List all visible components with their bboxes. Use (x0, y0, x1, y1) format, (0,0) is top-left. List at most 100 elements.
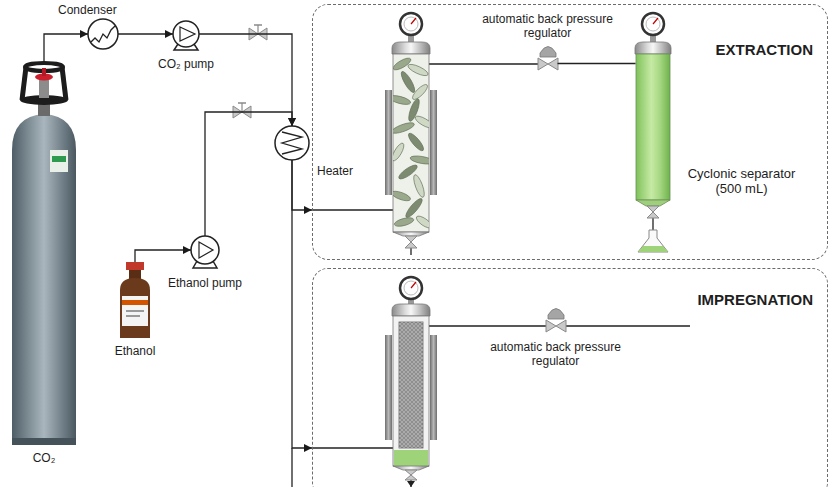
pipe-line (652, 218, 653, 230)
extraction-vessel-drawing (392, 42, 430, 54)
impregnation-vessel-drawing (399, 322, 423, 448)
impregnation-vessel-drawing (392, 304, 430, 316)
pipe-line (291, 448, 292, 487)
impregnation-vessel-drawing (405, 470, 417, 480)
gas-cylinder: CO₂ (12, 62, 76, 445)
equipment-label: Ethanol pump (168, 276, 242, 290)
plant-material (393, 121, 415, 136)
plant-material (410, 82, 429, 101)
region-heading: IMPREGNATION (697, 291, 813, 309)
extraction-vessel-drawing (393, 54, 429, 232)
extraction-vessel-drawing (411, 18, 416, 24)
pump-drawing (180, 27, 195, 41)
separator-drawing (647, 206, 659, 218)
impregnation-vessel-drawing (385, 335, 392, 440)
valve-symbol (257, 25, 258, 34)
separator-drawing (635, 42, 671, 54)
gas-cylinder-drawing (62, 67, 66, 100)
plant-material (399, 70, 417, 94)
impregnation-vessel-drawing (393, 316, 429, 466)
valve-symbol (238, 102, 246, 104)
solvent-bottle-drawing (120, 262, 150, 338)
plant-material (393, 56, 429, 230)
gas-cylinder-drawing (12, 63, 76, 445)
pipe-connector (292, 160, 312, 210)
cyclonic-separator: Cyclonic separator (500 mL) (636, 42, 670, 210)
pipe-connector (135, 250, 191, 262)
gas-cylinder-drawing (22, 67, 26, 100)
extraction-vessel-drawing (404, 17, 418, 31)
plant-material (407, 62, 429, 78)
separator-drawing (638, 230, 668, 252)
pipe-line (429, 63, 538, 64)
separator-drawing (636, 200, 670, 206)
extraction-vessel-drawing (430, 90, 437, 195)
solvent-bottle-drawing (126, 310, 144, 312)
separator-drawing (636, 54, 670, 200)
extraction-vessel-drawing (400, 13, 422, 35)
solvent-bottle-drawing (122, 300, 148, 305)
regulator-drawing (540, 47, 556, 58)
solvent-bottle-drawing (122, 296, 148, 326)
pump-drawing (191, 236, 219, 268)
pump-drawing (193, 261, 217, 268)
gas-cylinder-drawing (12, 114, 76, 445)
extraction-vessel-drawing (405, 236, 417, 248)
pipe-line (313, 447, 393, 448)
region-heading: EXTRACTION (716, 41, 814, 59)
equipment-label: automatic back pressure regulator (470, 12, 626, 41)
equipment-label: CO₂ (33, 451, 56, 465)
equipment-label: automatic back pressure regulator (478, 340, 634, 369)
solvent-bottle: Ethanol (118, 262, 152, 338)
condenser-drawing (88, 19, 118, 49)
impregnation-vessel-drawing (411, 282, 416, 288)
equipment-label: CO₂ pump (158, 57, 214, 71)
heater-symbol: Heater (275, 126, 309, 160)
plant-material (393, 142, 406, 163)
impregnation-vessel-drawing (430, 335, 437, 440)
regulator-drawing (538, 47, 558, 71)
gas-cylinder-drawing (42, 68, 46, 76)
pipe-connector (44, 34, 88, 62)
process-region: EXTRACTION automatic back pressure regula… (312, 4, 828, 260)
plant-material (412, 174, 427, 199)
valve-symbol (249, 25, 267, 40)
heater-drawing (275, 126, 309, 160)
separator-drawing (642, 13, 664, 35)
impregnation-vessel-drawing (394, 450, 428, 466)
valve-symbol (241, 103, 242, 112)
plant-material (414, 114, 429, 130)
gas-cylinder-drawing (52, 156, 66, 162)
regulator-drawing (538, 58, 558, 70)
pipe-line (313, 209, 393, 210)
impregnation-vessel-drawing (385, 277, 437, 480)
valve-symbol (233, 103, 251, 118)
plant-material (393, 189, 412, 202)
pump-symbol: Ethanol pump (191, 236, 219, 264)
plant-material (406, 131, 426, 152)
pump-drawing (173, 21, 199, 50)
impregnation-vessel-drawing (399, 322, 423, 448)
extraction-vessel-drawing (385, 13, 437, 248)
heater-drawing (275, 126, 309, 160)
impregnation-vessel-drawing (400, 277, 422, 299)
separator-drawing (638, 246, 668, 252)
solvent-bottle-drawing (126, 262, 144, 270)
valve-symbol (254, 24, 262, 26)
solvent-bottle-drawing (120, 278, 150, 338)
separator-drawing (653, 18, 658, 24)
regulator-drawing (546, 309, 566, 333)
pressure-regulator: automatic back pressure regulator (546, 319, 566, 333)
equipment-label: Cyclonic separator (500 mL) (680, 166, 804, 197)
plant-material (404, 197, 425, 220)
pipe-line (292, 64, 690, 487)
separator-drawing (635, 13, 671, 252)
pipe-connector (118, 33, 173, 34)
pump-drawing (199, 242, 213, 258)
pipe-connector (558, 63, 636, 64)
pipe-connector (292, 160, 312, 448)
gas-cylinder-drawing (50, 150, 68, 172)
